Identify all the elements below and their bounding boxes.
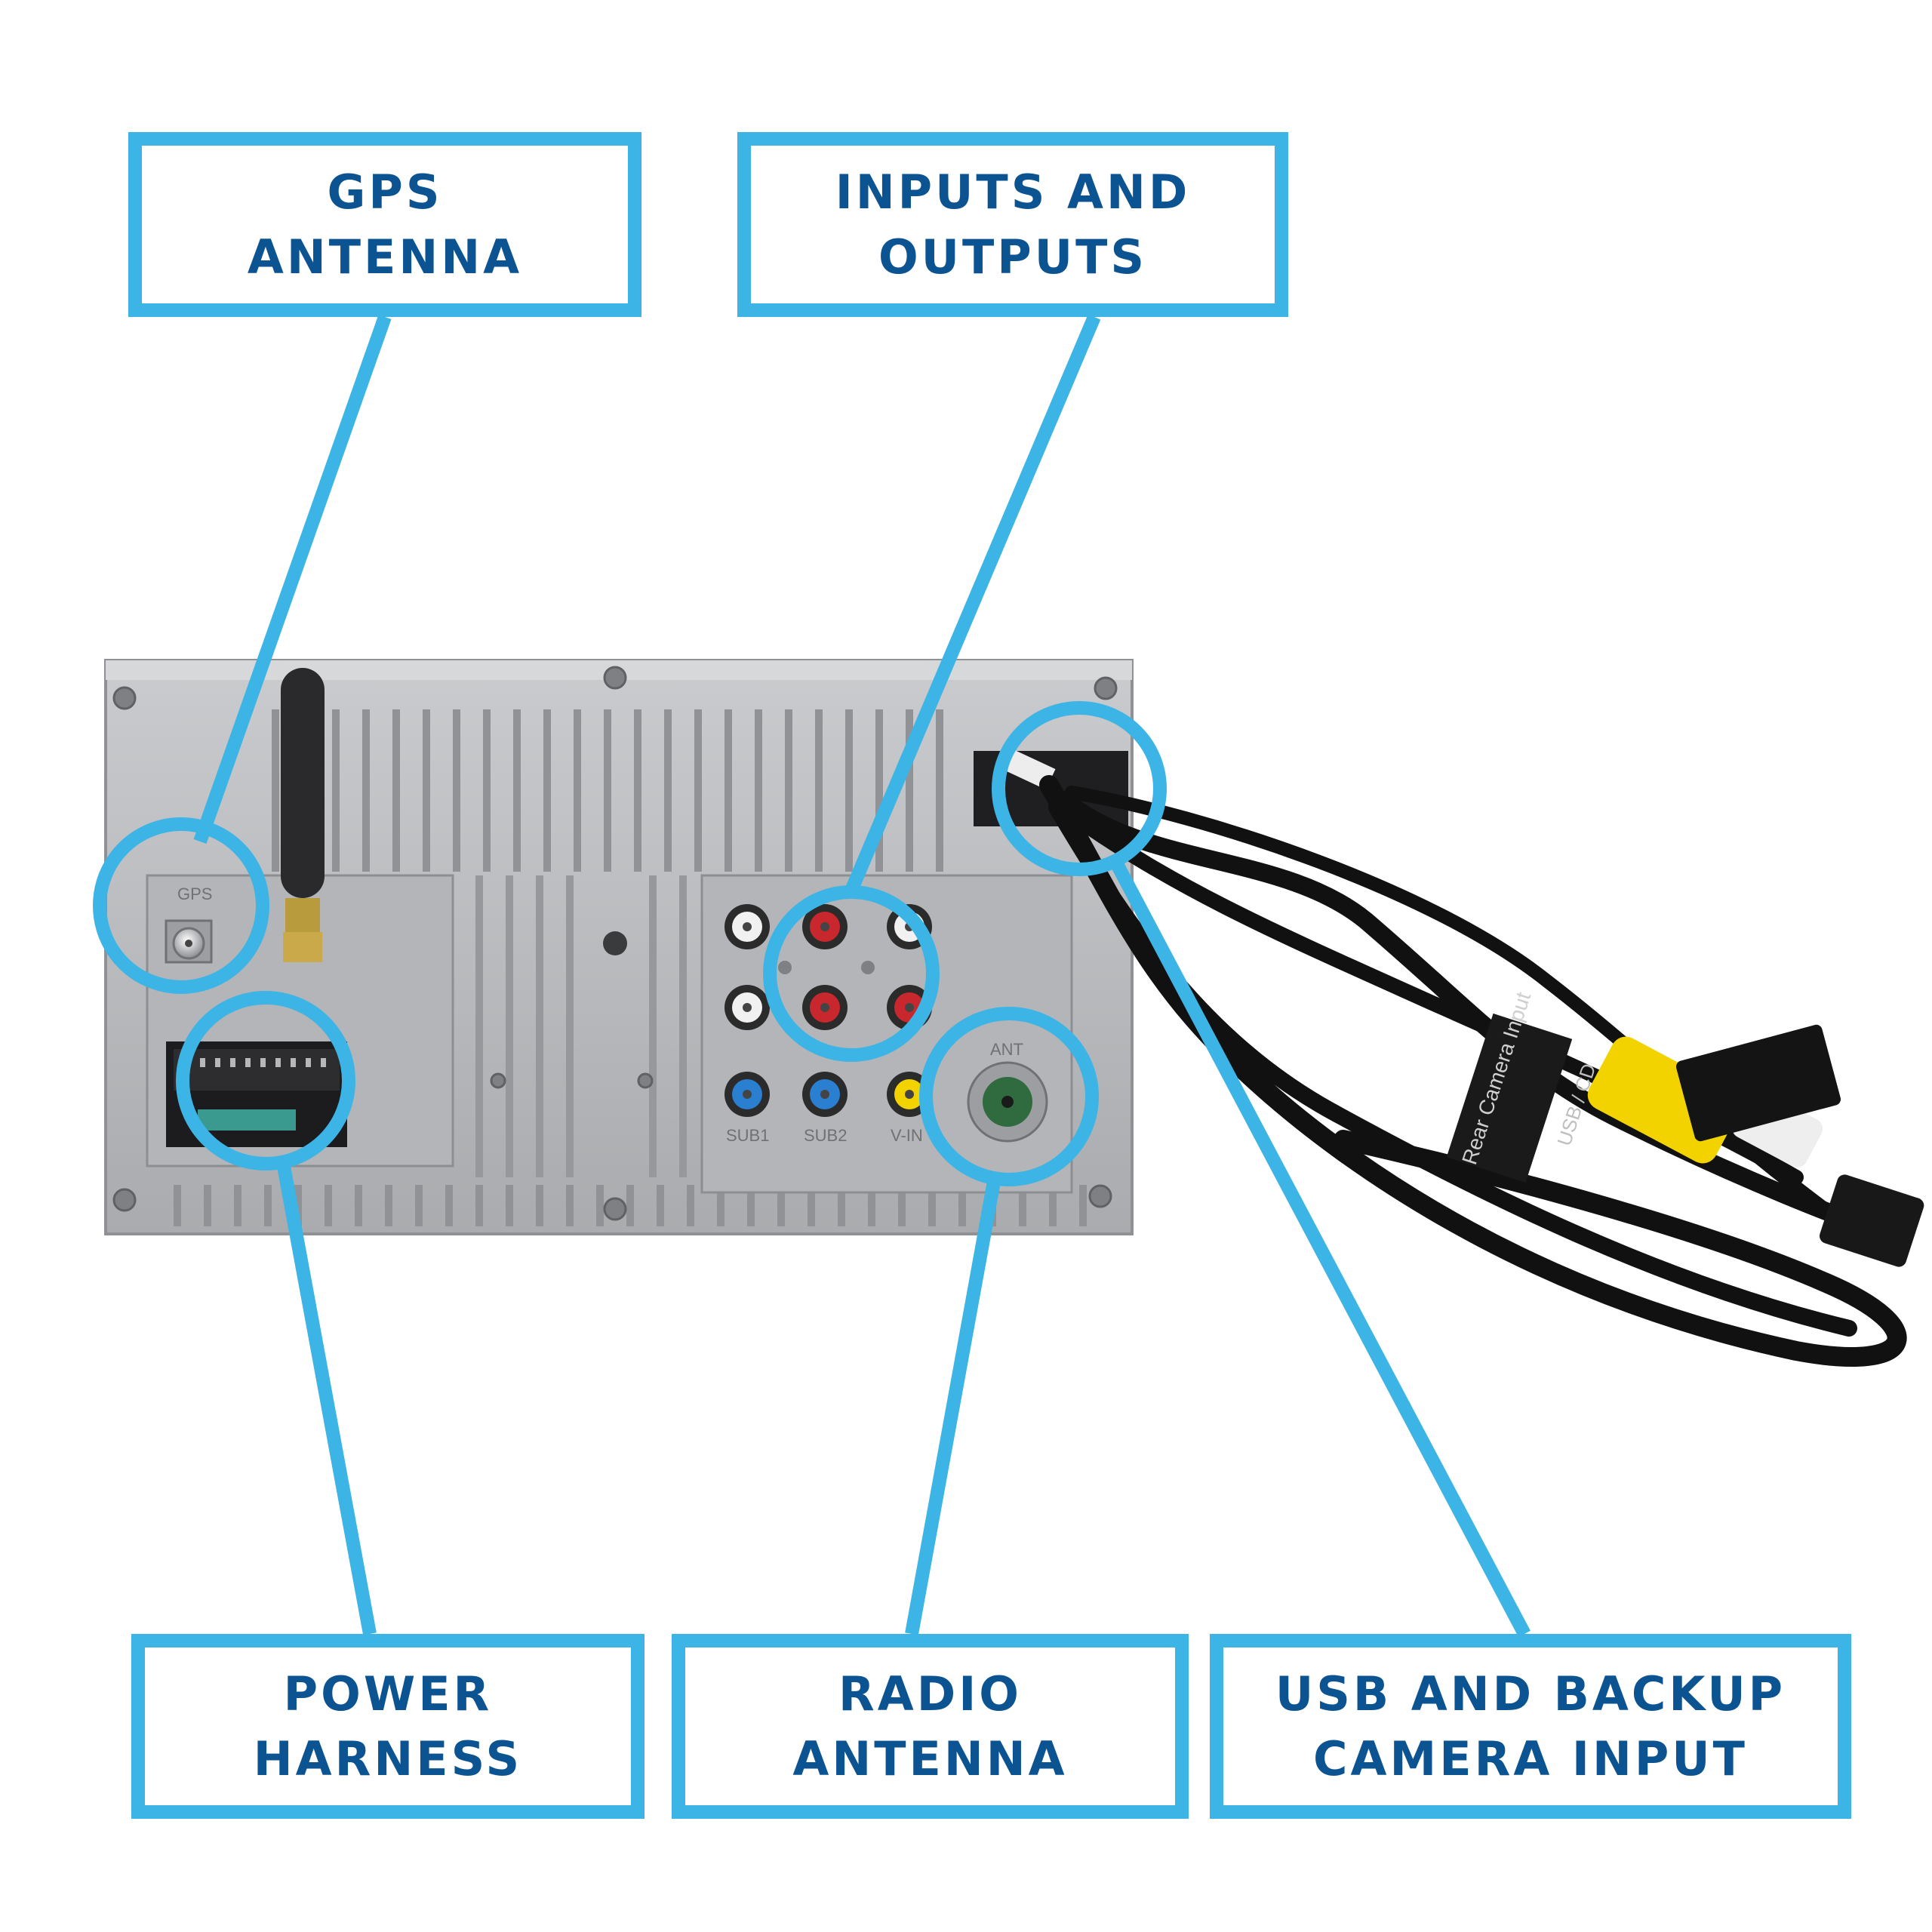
callout-power-line1: POWER bbox=[283, 1666, 493, 1721]
leader-line-radio bbox=[905, 1176, 1001, 1635]
callout-radio-line2: ANTENNA bbox=[792, 1730, 1068, 1786]
highlight-circles bbox=[93, 701, 1167, 1186]
rca-jack-red-1[interactable] bbox=[802, 904, 848, 949]
sub1-label: SUB1 bbox=[726, 1126, 769, 1145]
callout-power-harness: POWER HARNESS bbox=[131, 1634, 645, 1819]
mounting-hole bbox=[603, 931, 627, 955]
chassis-screws bbox=[112, 666, 1118, 1221]
leader-line-io bbox=[844, 314, 1101, 894]
rca-jacks[interactable] bbox=[724, 904, 932, 1117]
gps-port-label: GPS bbox=[177, 884, 212, 903]
callout-gps-antenna: GPS ANTENNA bbox=[128, 132, 641, 317]
callout-radio-line1: RADIO bbox=[838, 1666, 1022, 1721]
rca-jack-blue-sub1[interactable] bbox=[724, 1072, 770, 1117]
highlight-radio bbox=[919, 1007, 1099, 1186]
rca-jack-white-1[interactable] bbox=[724, 904, 770, 949]
rca-jack-white-3[interactable] bbox=[724, 985, 770, 1030]
callout-usb-line2: CAMERA INPUT bbox=[1313, 1730, 1748, 1786]
usb-plug bbox=[1675, 1024, 1924, 1267]
middle-heatsink-fins bbox=[475, 875, 687, 1177]
callout-gps-line1: GPS bbox=[327, 164, 443, 220]
callout-io-line2: OUTPUTS bbox=[878, 229, 1148, 285]
rca-panel-screw bbox=[861, 961, 875, 974]
leader-line-power bbox=[276, 1161, 377, 1635]
stub-antenna bbox=[281, 668, 325, 962]
vin-label: V-IN bbox=[891, 1126, 923, 1145]
top-heatsink-fins bbox=[272, 709, 943, 872]
callout-gps-line2: ANTENNA bbox=[247, 229, 523, 285]
highlight-power bbox=[176, 991, 355, 1171]
leader-line-gps bbox=[193, 315, 392, 844]
callout-power-line2: HARNESS bbox=[253, 1730, 523, 1786]
gps-connector[interactable]: GPS bbox=[165, 884, 213, 964]
rca-jack-red-2[interactable] bbox=[802, 985, 848, 1030]
radio-antenna-jack[interactable]: ANT bbox=[967, 1040, 1048, 1143]
ant-port-label: ANT bbox=[990, 1040, 1023, 1059]
callout-inputs-outputs: INPUTS AND OUTPUTS bbox=[737, 132, 1288, 317]
callout-usb-line1: USB AND BACKUP bbox=[1275, 1666, 1786, 1721]
callout-radio-antenna: RADIO ANTENNA bbox=[672, 1634, 1189, 1819]
head-unit-chassis: GPS bbox=[104, 659, 1134, 1235]
leader-lines bbox=[193, 314, 1531, 1638]
rca-panel-screw bbox=[778, 961, 792, 974]
callout-usb-backup-camera: USB AND BACKUP CAMERA INPUT bbox=[1210, 1634, 1851, 1819]
sub2-label: SUB2 bbox=[804, 1126, 847, 1145]
highlight-inputs-outputs bbox=[763, 885, 940, 1062]
leader-line-usb bbox=[1111, 860, 1531, 1638]
highlight-gps bbox=[93, 817, 269, 994]
highlight-usb bbox=[992, 701, 1167, 876]
rca-jack-blue-sub2[interactable] bbox=[802, 1072, 848, 1117]
callout-io-line1: INPUTS AND bbox=[835, 164, 1191, 220]
